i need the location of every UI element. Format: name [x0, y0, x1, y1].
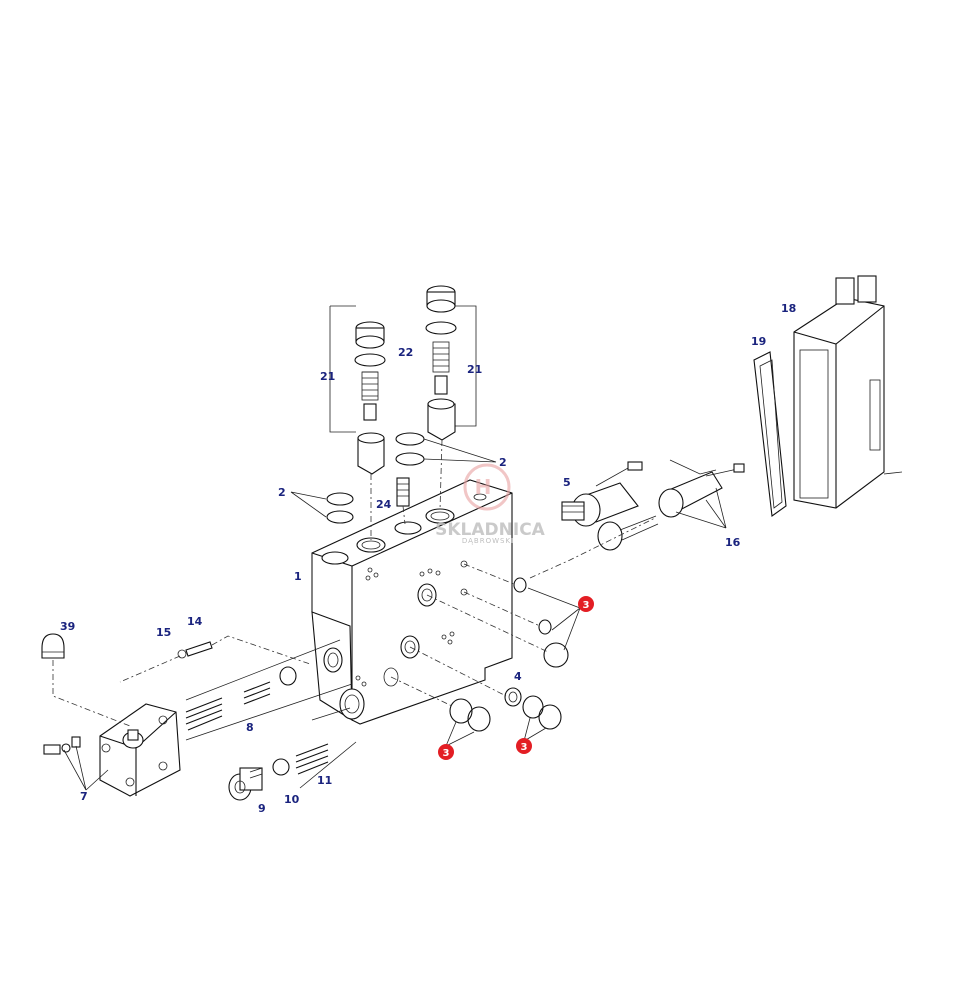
label-24: 24 [376, 498, 392, 511]
label-39: 39 [60, 620, 75, 633]
label-21-left: 21 [320, 370, 335, 383]
marker-3-bottom-left: 3 [438, 744, 454, 760]
label-18: 18 [781, 302, 796, 315]
marker-3-bottom-right-text: 3 [521, 742, 528, 753]
label-19: 19 [751, 335, 766, 348]
screw-14-washer-15 [119, 635, 311, 683]
label-9: 9 [258, 802, 266, 815]
cover-18 [793, 275, 903, 509]
marker-3-right-text: 3 [583, 600, 590, 611]
plug-9-washer-10 [228, 767, 263, 801]
label-2-left: 2 [278, 486, 286, 499]
label-1: 1 [294, 570, 302, 583]
pin-24 [396, 477, 410, 507]
label-16: 16 [725, 536, 741, 549]
sensor-16 [658, 459, 745, 529]
solenoid-5 [561, 461, 659, 551]
label-11: 11 [317, 774, 332, 787]
label-14: 14 [187, 615, 203, 628]
label-21-right: 21 [467, 363, 482, 376]
marker-3-right: 3 [578, 596, 594, 612]
label-15: 15 [156, 626, 171, 639]
label-4: 4 [514, 670, 522, 683]
label-22: 22 [398, 346, 413, 359]
springs-8-11 [185, 639, 357, 789]
gasket-19 [753, 351, 787, 517]
left-relief-cartridge [329, 305, 386, 475]
watermark-subtext: DĄBROWSKI [462, 537, 514, 545]
watermark-logo: H SKLADNICA DĄBROWSKI [435, 463, 546, 545]
label-5: 5 [563, 476, 571, 489]
label-7: 7 [80, 790, 88, 803]
cap-nut-39 [41, 633, 131, 727]
valve-block [311, 479, 513, 725]
o-rings-2 [290, 432, 497, 524]
seals-3-4 [445, 577, 581, 747]
right-relief-cartridge [425, 285, 477, 441]
watermark-text: SKLADNICA [435, 520, 546, 540]
marker-3-bottom-left-text: 3 [443, 748, 450, 759]
marker-3-bottom-right: 3 [516, 738, 532, 754]
label-8: 8 [246, 721, 254, 734]
label-10: 10 [284, 793, 300, 806]
label-2-right: 2 [499, 456, 507, 469]
svg-text:H: H [475, 475, 492, 499]
end-cover-7 [43, 703, 181, 797]
